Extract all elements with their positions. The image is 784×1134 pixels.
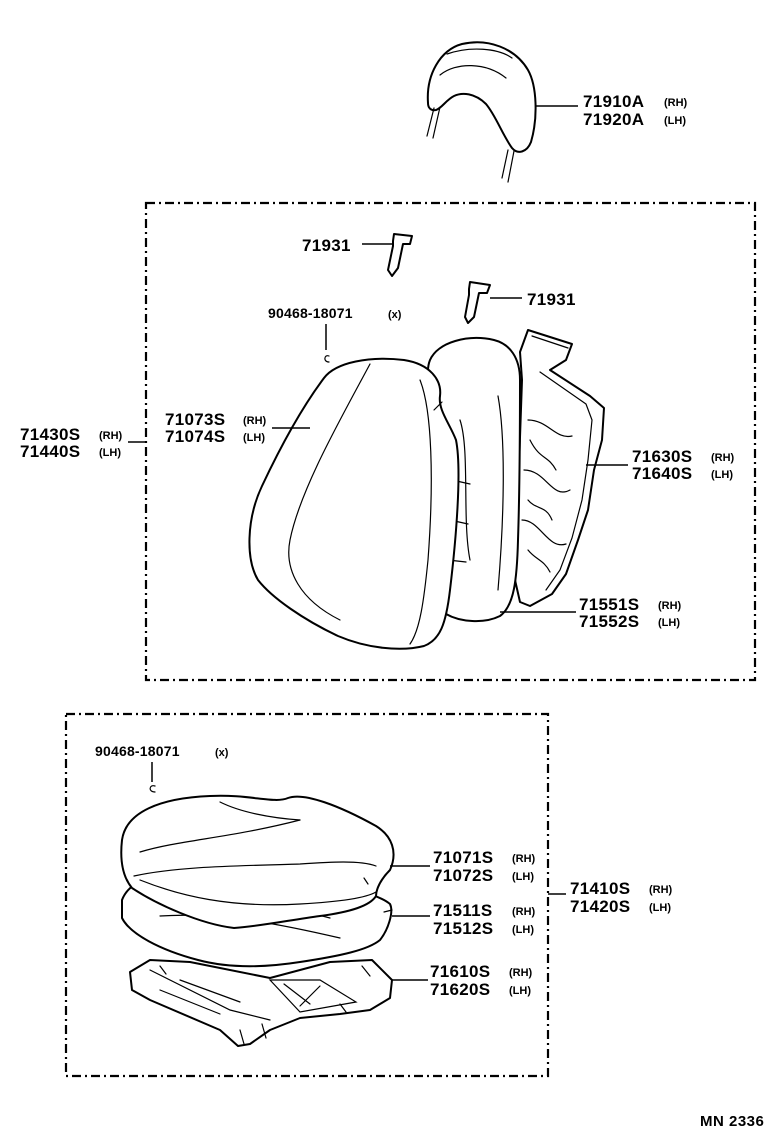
back-hog-ring: 90468-18071 (x)	[268, 305, 402, 363]
cushion-hog-ring-clip-icon	[149, 785, 156, 793]
cushion-frame-rh-side: (RH)	[509, 967, 533, 979]
back-cover-callout: 71073S (RH) 71074S (LH)	[165, 410, 310, 446]
cushion-frame-lh: 71620S	[430, 980, 490, 999]
cushion-assembly-lh: 71420S	[570, 897, 630, 916]
back-assembly-lh-side: (LH)	[99, 447, 121, 459]
cushion-frame-lh-side: (LH)	[509, 985, 531, 997]
diagram-reference: MN 2336	[700, 1113, 764, 1130]
back-frame-lh: 71640S	[632, 464, 692, 483]
back-frame-rh: 71630S	[632, 447, 692, 466]
back-assembly-callout: 71430S (RH) 71440S (LH)	[20, 425, 146, 461]
back-pad-callout: 71551S (RH) 71552S (LH)	[500, 595, 682, 631]
back-assembly-lh: 71440S	[20, 442, 80, 461]
cushion-cover-rh: 71071S	[433, 848, 493, 867]
cushion-pad-rh-side: (RH)	[512, 906, 536, 918]
back-hog-ring-mark: (x)	[388, 309, 402, 321]
back-cover-rh: 71073S	[165, 410, 225, 429]
back-frame-callout: 71630S (RH) 71640S (LH)	[586, 447, 735, 483]
back-cover-rh-side: (RH)	[243, 415, 267, 427]
cushion-cover-callout: 71071S (RH) 71072S (LH)	[390, 848, 536, 885]
cushion-cover-lh-side: (LH)	[512, 871, 534, 883]
back-assembly-rh-side: (RH)	[99, 430, 123, 442]
cushion-frame-callout: 71610S (RH) 71620S (LH)	[392, 962, 533, 999]
cushion-pad-callout: 71511S (RH) 71512S (LH)	[392, 901, 536, 938]
cushion-frame-rh: 71610S	[430, 962, 490, 981]
headrest-side-rh: (RH)	[664, 97, 688, 109]
cushion-assembly-rh-side: (RH)	[649, 884, 673, 896]
cushion-hog-ring-label: 90468-18071	[95, 743, 180, 759]
headrest-side-lh: (LH)	[664, 115, 686, 127]
cushion-cover-rh-side: (RH)	[512, 853, 536, 865]
cushion-assembly-lh-side: (LH)	[649, 902, 671, 914]
back-pad-lh-side: (LH)	[658, 617, 680, 629]
cushion-pad-lh-side: (LH)	[512, 924, 534, 936]
back-frame-lh-side: (LH)	[711, 469, 733, 481]
guide-right-label: 71931	[527, 290, 576, 309]
headrest-part-rh: 71910A	[583, 92, 644, 111]
cushion-hog-ring: 90468-18071 (x)	[95, 743, 229, 793]
cushion-cover-lh: 71072S	[433, 866, 493, 885]
back-hog-ring-label: 90468-18071	[268, 305, 353, 321]
back-pad-rh: 71551S	[579, 595, 639, 614]
hog-ring-clip-icon	[324, 355, 330, 363]
headrest-part-lh: 71920A	[583, 110, 644, 129]
seat-cushion-drawing	[120, 794, 395, 1047]
cushion-assembly-rh: 71410S	[570, 879, 630, 898]
headrest-callout: 71910A (RH) 71920A (LH)	[536, 92, 688, 129]
headrest-drawing	[426, 41, 537, 183]
back-pad-rh-side: (RH)	[658, 600, 682, 612]
back-cover-lh: 71074S	[165, 427, 225, 446]
cushion-assembly-callout: 71410S (RH) 71420S (LH)	[548, 879, 673, 916]
seat-cushion-group-box	[64, 712, 550, 1078]
headrest-guide-left: 71931	[302, 233, 413, 277]
cushion-pad-lh: 71512S	[433, 919, 493, 938]
seat-back-drawing	[248, 329, 605, 650]
back-assembly-rh: 71430S	[20, 425, 80, 444]
back-pad-lh: 71552S	[579, 612, 639, 631]
guide-left-label: 71931	[302, 236, 351, 255]
cushion-hog-ring-mark: (x)	[215, 747, 229, 759]
cushion-pad-rh: 71511S	[433, 901, 492, 920]
back-frame-rh-side: (RH)	[711, 452, 735, 464]
headrest-guide-right: 71931	[464, 281, 576, 324]
back-cover-lh-side: (LH)	[243, 432, 265, 444]
